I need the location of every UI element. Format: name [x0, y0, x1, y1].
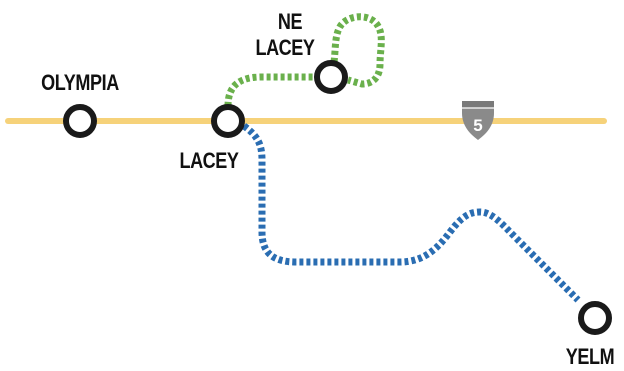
station-label-ne-lacey-line2: LACEY: [255, 35, 315, 60]
station-label-yelm: YELM: [565, 344, 615, 369]
station-circle-icon-lacey[interactable]: [211, 104, 245, 138]
green-route: [224, 13, 385, 107]
station-label-ne-lacey-line1: NE: [277, 9, 303, 34]
interstate-shield-icon: 5: [462, 101, 494, 140]
station-label-olympia: OLYMPIA: [41, 70, 119, 95]
blue-route: [241, 123, 581, 303]
station-circle-icon-yelm[interactable]: [578, 301, 612, 335]
interstate-number: 5: [473, 116, 482, 135]
station-label-lacey: LACEY: [179, 148, 239, 173]
station-circle-icon-olympia[interactable]: [63, 104, 97, 138]
station-circle-icon-ne-lacey[interactable]: [314, 60, 348, 94]
